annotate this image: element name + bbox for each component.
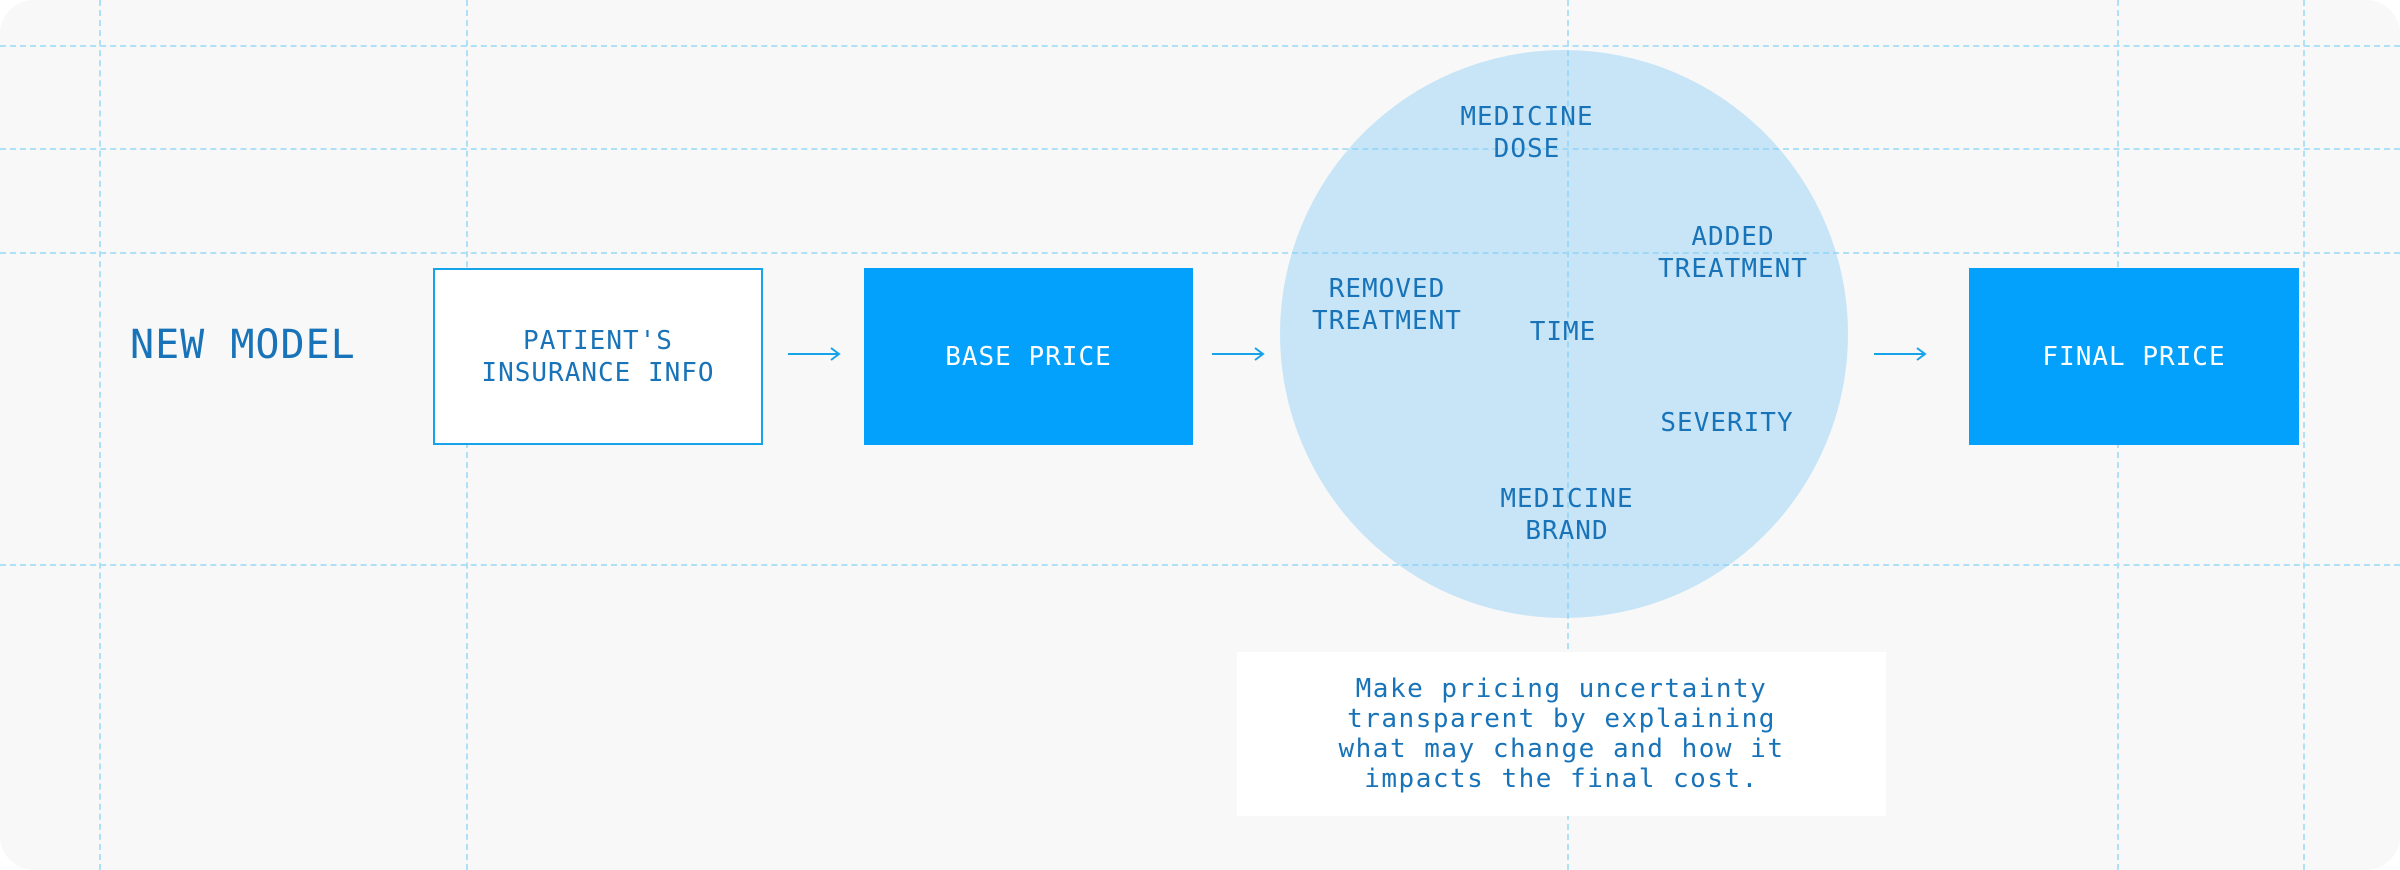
guide-line: [99, 0, 101, 870]
guide-line: [2303, 0, 2305, 870]
factor-medicine-dose: MEDICINE DOSE: [1460, 102, 1594, 164]
arrow-right-icon: [788, 347, 841, 361]
final-price-box: FINAL PRICE: [1969, 268, 2299, 445]
guide-line: [0, 45, 2400, 47]
price-factors-circle: [1280, 50, 1848, 618]
base-price-box: BASE PRICE: [864, 268, 1193, 445]
diagram-title: NEW MODEL: [130, 322, 356, 368]
factor-severity: SEVERITY: [1660, 408, 1794, 438]
factor-added-treatment: ADDED TREATMENT: [1658, 222, 1808, 284]
factor-removed-treatment: REMOVED TREATMENT: [1312, 274, 1462, 336]
factor-time: TIME: [1529, 317, 1597, 347]
guide-line: [0, 148, 2400, 150]
explanation-note: Make pricing uncertainty transparent by …: [1237, 652, 1886, 816]
factor-medicine-brand: MEDICINE BRAND: [1500, 484, 1634, 546]
patient-insurance-info-box: PATIENT'S INSURANCE INFO: [433, 268, 763, 445]
guide-line: [1567, 0, 1569, 870]
guide-line: [0, 252, 2400, 254]
guide-line: [0, 564, 2400, 566]
arrow-right-icon: [1212, 347, 1265, 361]
arrow-right-icon: [1874, 347, 1927, 361]
